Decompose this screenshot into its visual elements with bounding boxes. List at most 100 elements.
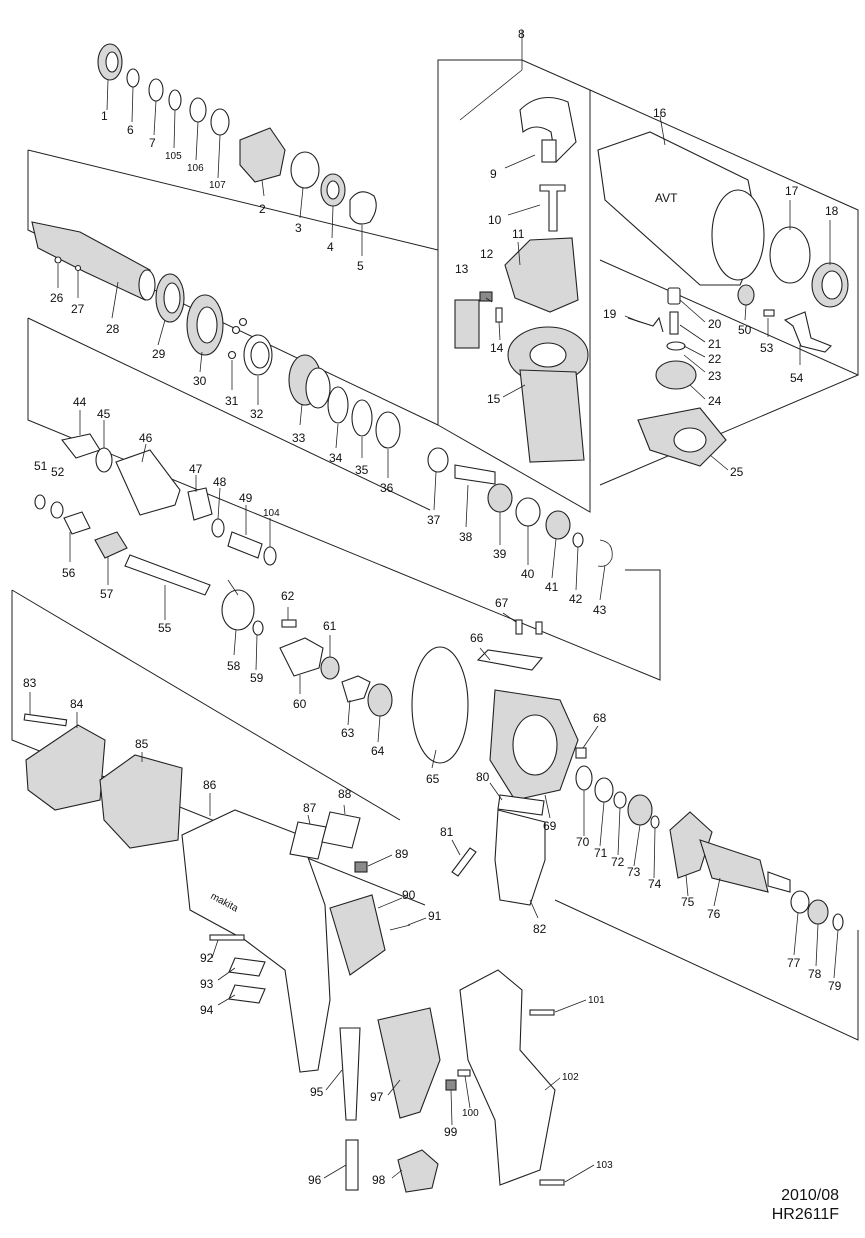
part-82-shape: [494, 809, 546, 906]
part-label-55: 55: [158, 621, 172, 635]
part-label-31: 31: [225, 394, 239, 408]
part-label-102: 102: [562, 1072, 579, 1083]
part-64-shape: [367, 683, 393, 717]
part-label-40: 40: [521, 567, 535, 581]
part-label-101: 101: [588, 995, 605, 1006]
part-label-53: 53: [760, 341, 774, 355]
part-label-91: 91: [428, 909, 442, 923]
part-label-66: 66: [470, 631, 484, 645]
part-label-52: 52: [51, 465, 65, 479]
part-label-5: 5: [357, 259, 364, 273]
part-label-25: 25: [730, 465, 744, 479]
part-34-shape: [327, 386, 349, 424]
part-label-32: 32: [250, 407, 264, 421]
part-62-shape: [281, 619, 297, 628]
part-label-30: 30: [193, 374, 207, 388]
part-71-shape: [594, 777, 614, 803]
part-61-shape: [320, 656, 340, 680]
revision-date: 2010/08: [781, 1187, 839, 1204]
part-label-28: 28: [106, 322, 120, 336]
part-28-shape: [31, 221, 151, 301]
part-label-15: 15: [487, 392, 501, 406]
leader-lines: [29, 30, 839, 1183]
part-47-shape: [187, 487, 213, 521]
part-label-61: 61: [323, 619, 337, 633]
part-label-60: 60: [293, 697, 307, 711]
part-70-shape: [575, 765, 593, 791]
part-56-shape: [63, 511, 91, 535]
part-label-12: 12: [480, 247, 494, 261]
part-label-83: 83: [23, 676, 37, 690]
part-55-shape: [124, 554, 211, 596]
part-41-shape: [545, 510, 571, 540]
part-label-42: 42: [569, 592, 583, 606]
motor-housing-group: makita: [23, 713, 565, 1193]
part-100-shape: [457, 1069, 471, 1077]
part-label-17: 17: [785, 184, 799, 198]
part-44-shape: [61, 433, 101, 459]
part-label-74: 74: [648, 877, 662, 891]
part-label-68: 68: [593, 711, 607, 725]
part-label-26: 26: [50, 291, 64, 305]
part-label-104: 104: [263, 508, 280, 519]
part-label-47: 47: [189, 462, 203, 476]
part-label-51: 51: [34, 459, 48, 473]
part-101-shape: [529, 1009, 555, 1016]
part-107-shape: [210, 108, 230, 136]
part-label-3: 3: [295, 221, 302, 235]
side-handle-group: [454, 96, 589, 463]
armature-group: [575, 765, 844, 931]
part-label-56: 56: [62, 566, 76, 580]
part-label-67: 67: [495, 596, 509, 610]
part-label-36: 36: [380, 481, 394, 495]
part-label-106: 106: [187, 163, 204, 174]
part-54-shape: [783, 311, 832, 353]
part-105-shape: [168, 89, 182, 111]
part-label-87: 87: [303, 801, 317, 815]
part-40-shape: [515, 497, 541, 527]
part-51-shape: [34, 494, 46, 510]
part-6-shape: [126, 68, 140, 88]
part-label-92: 92: [200, 951, 214, 965]
part-label-43: 43: [593, 603, 607, 617]
part-label-23: 23: [708, 369, 722, 383]
part-95-shape: [339, 1027, 361, 1121]
part-87-shape: [289, 821, 327, 860]
part-label-54: 54: [790, 371, 804, 385]
part-label-14: 14: [490, 341, 504, 355]
part-label-81: 81: [440, 825, 454, 839]
part-13-shape: [454, 299, 480, 349]
part-3-shape: [290, 151, 320, 189]
part-label-11: 11: [512, 227, 525, 241]
part-7-shape: [148, 78, 164, 102]
part-52-shape: [50, 501, 64, 519]
part-96-shape: [345, 1139, 359, 1191]
part-35-shape: [351, 399, 373, 437]
part-label-18: 18: [825, 204, 839, 218]
part-label-58: 58: [227, 659, 241, 673]
part-65-shape: [411, 646, 469, 764]
part-label-7: 7: [149, 136, 156, 150]
part-63-shape: [341, 675, 371, 703]
part-label-29: 29: [152, 347, 166, 361]
part-88-shape: [321, 811, 361, 849]
part-label-107: 107: [209, 180, 226, 191]
part-label-8: 8: [518, 27, 525, 41]
part-label-37: 37: [427, 513, 441, 527]
part-label-65: 65: [426, 772, 440, 786]
part-67-shape: [515, 619, 523, 635]
part-90-shape: [329, 894, 386, 976]
part-label-45: 45: [97, 407, 111, 421]
part-27-shape: [74, 264, 82, 272]
part-12-shape: [479, 291, 493, 302]
part-98-shape: [397, 1149, 439, 1193]
part-14-shape: [495, 307, 503, 323]
part-label-16: 16: [653, 106, 667, 120]
part-2-shape: [239, 127, 286, 183]
part-label-84: 84: [70, 697, 84, 711]
part-49-shape: [227, 531, 263, 559]
part-46-shape: [115, 449, 181, 516]
part-label-79: 79: [828, 979, 842, 993]
part-label-4: 4: [327, 240, 334, 254]
part-labels: 8 9 10 11 12 13 14 15 16 17 18 19 20 21 …: [23, 27, 842, 1187]
